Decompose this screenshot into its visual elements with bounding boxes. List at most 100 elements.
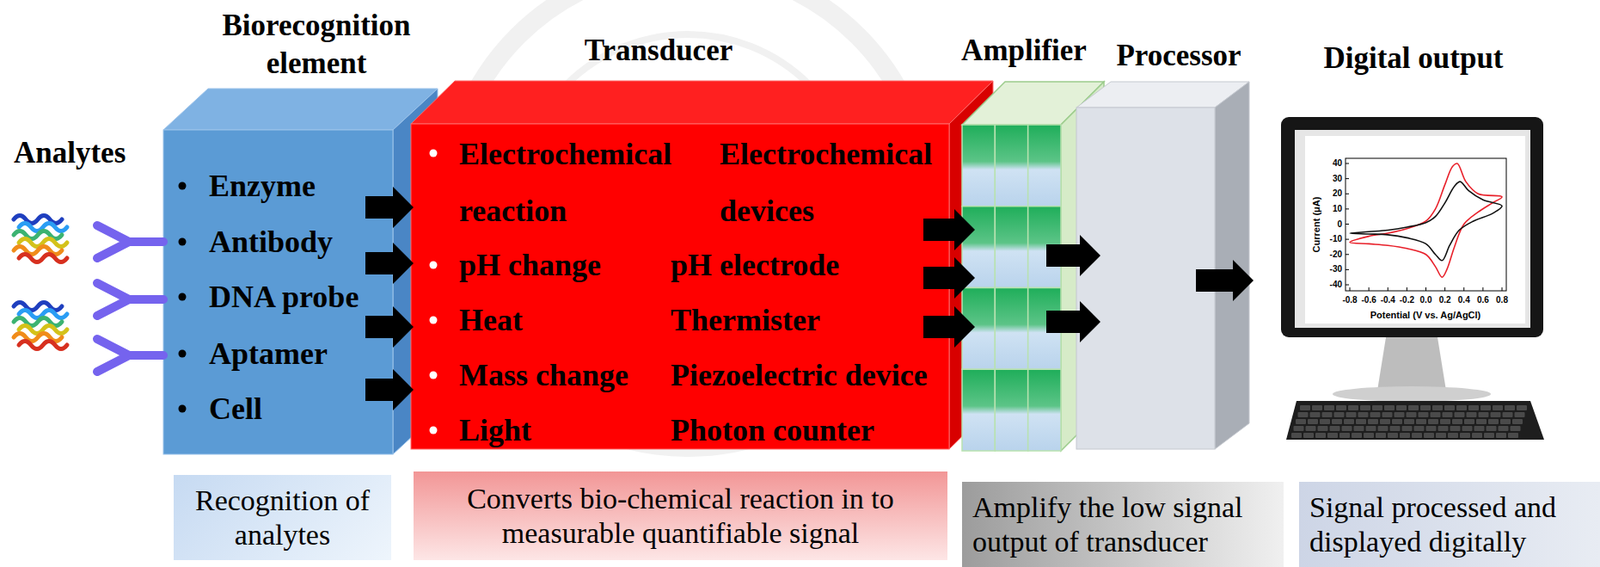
- drawing-part: [97, 282, 164, 316]
- tick-label: 40: [1332, 158, 1343, 169]
- key: [1318, 425, 1329, 431]
- key: [1416, 418, 1427, 424]
- key: [1396, 404, 1407, 411]
- list-item: Antibody: [208, 224, 333, 259]
- protein-ribbon: [13, 231, 62, 240]
- list-item: Aptamer: [208, 336, 328, 371]
- tick: [1345, 223, 1349, 225]
- amplifier-cell: [962, 124, 995, 207]
- drawing-part: [1294, 129, 1531, 328]
- tick-label: 0.8: [1495, 294, 1509, 306]
- key: [1322, 411, 1333, 417]
- antibodies: [97, 225, 164, 372]
- amplifier-cell: [1028, 368, 1061, 451]
- key: [1495, 432, 1507, 438]
- cv-curve: [1349, 163, 1502, 277]
- drawing-part: [1377, 337, 1447, 391]
- processor-box: Processor: [1076, 107, 1215, 449]
- key: [1342, 425, 1353, 431]
- block-arrow: [1046, 234, 1101, 276]
- key: [1440, 418, 1451, 424]
- key: [1432, 404, 1443, 411]
- key: [1464, 418, 1475, 424]
- bullet: [178, 293, 187, 301]
- keyboard-keys: [1291, 404, 1527, 438]
- key: [1504, 404, 1515, 411]
- tick: [1345, 269, 1349, 270]
- key: [1348, 404, 1359, 411]
- drawing-part: [1281, 116, 1544, 338]
- list-item: Piezoelectric device: [670, 357, 928, 393]
- drawing-part: [1214, 81, 1250, 449]
- bullet: [429, 426, 438, 435]
- tick: [1463, 287, 1465, 291]
- key: [1435, 432, 1447, 438]
- key: [1468, 404, 1479, 411]
- key: [1394, 411, 1405, 417]
- key: [1403, 418, 1415, 424]
- amplifier-box: Amplifier: [962, 124, 1061, 451]
- caption-box: Signal processed and displayed digitally: [1299, 481, 1600, 567]
- tick: [1345, 239, 1349, 240]
- tick: [1345, 177, 1349, 179]
- key: [1293, 425, 1305, 431]
- drawing-part: [410, 123, 950, 449]
- key: [1367, 418, 1379, 424]
- tick: [1345, 284, 1349, 286]
- cyclic-voltammogram: [1345, 158, 1507, 291]
- drawing-part: [410, 80, 994, 124]
- cv-curve: [1349, 181, 1502, 261]
- computer-monitor: [1281, 116, 1544, 402]
- list-item: Cell: [208, 391, 263, 426]
- key: [1476, 418, 1487, 424]
- protein-ribbon: [18, 254, 68, 263]
- tick-label: -0.4: [1380, 294, 1396, 306]
- key: [1483, 432, 1495, 438]
- key: [1508, 432, 1519, 438]
- key: [1303, 432, 1314, 438]
- protein-ribbon: [13, 246, 62, 255]
- drawing-part: [97, 225, 164, 258]
- tick: [1345, 193, 1349, 195]
- tick: [1501, 287, 1503, 291]
- key: [1366, 425, 1377, 431]
- drawing-part: [163, 129, 393, 454]
- list-item: Electrochemical devices: [719, 125, 942, 240]
- stage-heading: Digital output: [1323, 40, 1503, 77]
- key: [1331, 418, 1343, 424]
- key: [1408, 404, 1419, 411]
- key: [1382, 411, 1393, 417]
- list-item: Electrochemical reaction: [459, 125, 690, 240]
- key: [1447, 432, 1459, 438]
- tick-label: -0.8: [1342, 294, 1357, 306]
- key: [1474, 425, 1485, 431]
- key: [1420, 404, 1431, 411]
- key: [1500, 418, 1511, 424]
- key: [1355, 418, 1367, 424]
- key: [1315, 432, 1326, 438]
- protein-ribbon: [13, 318, 62, 326]
- key: [1324, 404, 1335, 411]
- key: [1360, 404, 1371, 411]
- keyboard: [1286, 400, 1545, 440]
- key: [1311, 404, 1323, 411]
- tick: [1349, 287, 1351, 291]
- protein-ribbon: [13, 302, 62, 311]
- axis-title: Potential (V vs. Ag/AgCl): [1370, 309, 1482, 321]
- key: [1334, 411, 1345, 417]
- key: [1298, 411, 1309, 417]
- tick-label: 30: [1332, 173, 1343, 184]
- caption-text: Recognition of analytes: [183, 483, 381, 551]
- amplifier-cell: [1028, 124, 1061, 207]
- tick-label: -30: [1330, 263, 1343, 275]
- tick: [1345, 208, 1349, 209]
- biorecognition-box: Biorecognition elementEnzymeAntibodyDNA …: [163, 129, 393, 454]
- key: [1379, 418, 1391, 424]
- key: [1444, 404, 1455, 411]
- protein-ribbon: [13, 333, 62, 342]
- tick-label: 0: [1336, 219, 1343, 230]
- block-arrow-repeat: [365, 306, 414, 348]
- list-item: DNA probe: [208, 279, 359, 314]
- key: [1418, 411, 1429, 417]
- key: [1336, 404, 1347, 411]
